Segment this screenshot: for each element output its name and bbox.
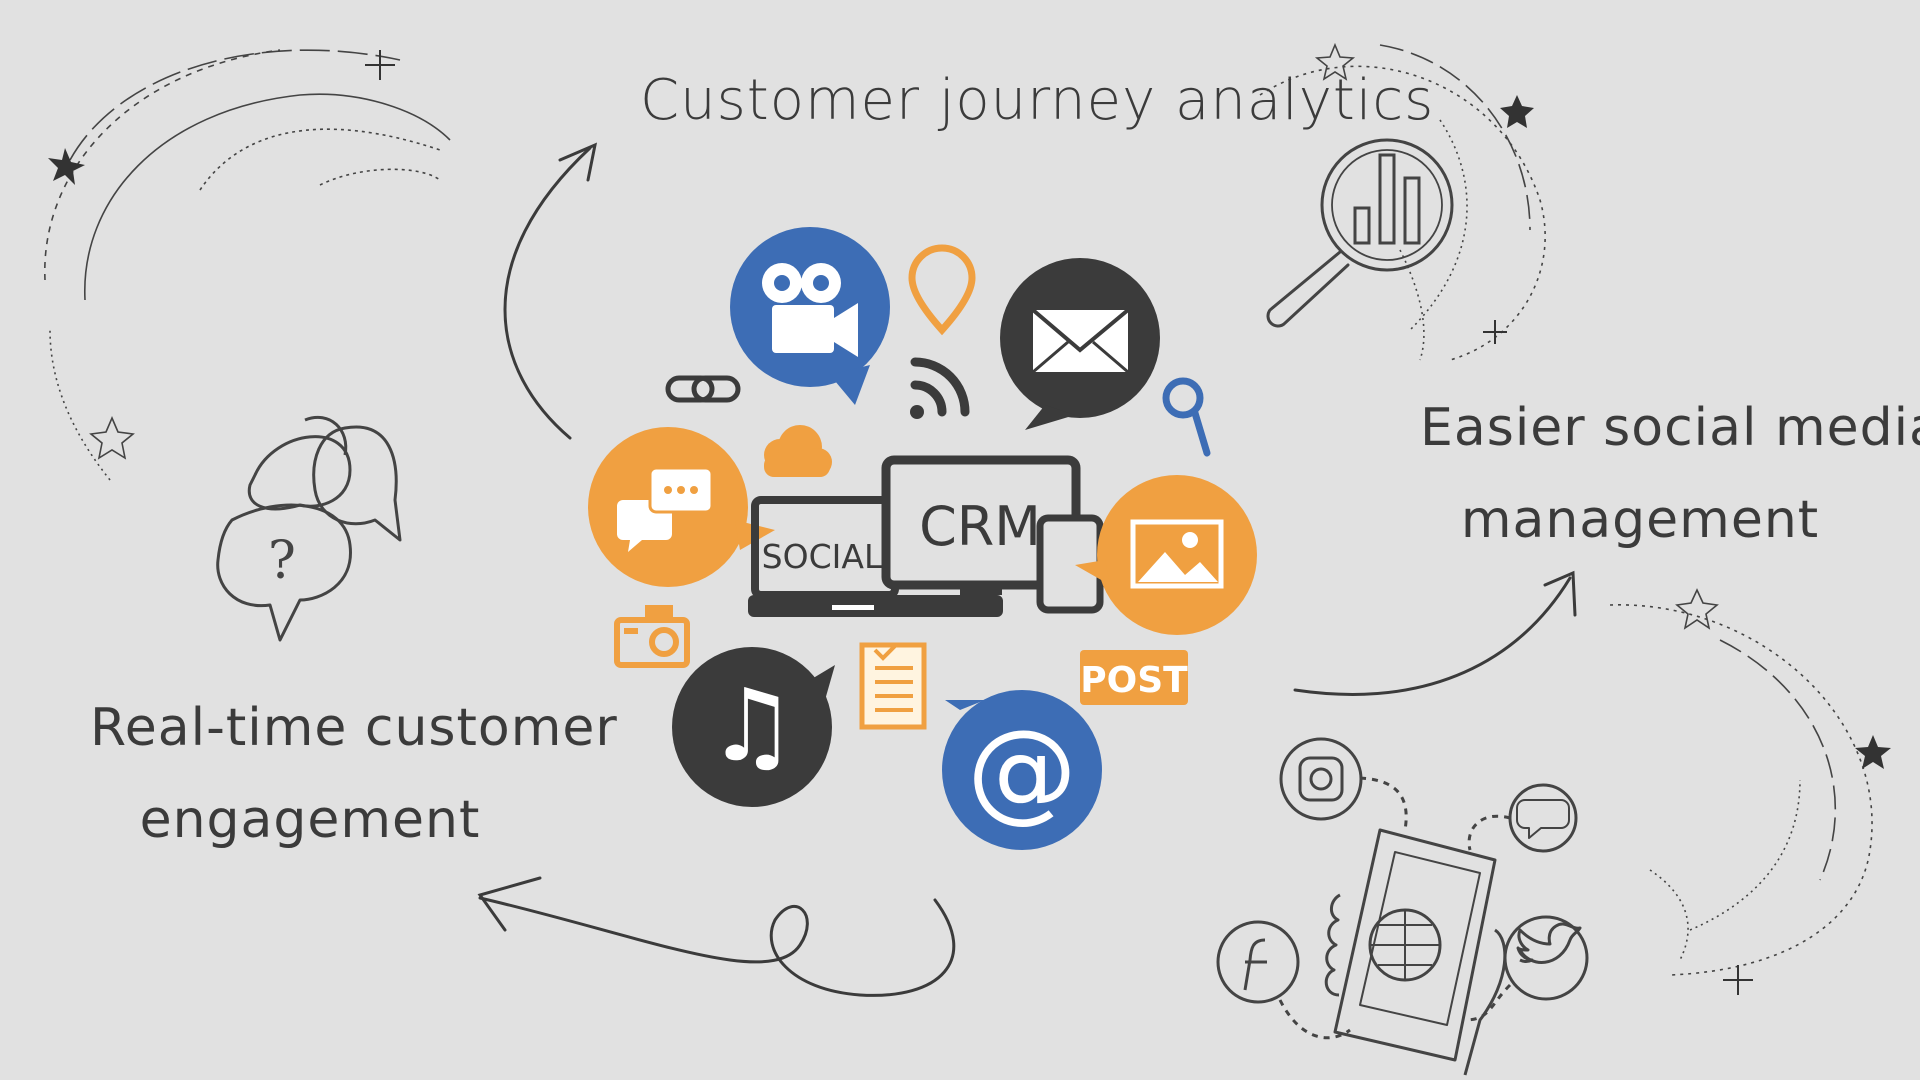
star-icon bbox=[1483, 320, 1507, 344]
arrow-to-social bbox=[1293, 570, 1577, 696]
music-icon: ♫ bbox=[672, 647, 835, 807]
caption-social-media-line-1: Easier social media bbox=[1420, 398, 1920, 458]
caption-real-time-engagement: Real-time customer engagement bbox=[90, 682, 618, 866]
crm-screen-label: CRM bbox=[919, 495, 1041, 558]
arrow-to-engagement bbox=[477, 876, 956, 997]
star-icon bbox=[1675, 588, 1719, 630]
post-badge-icon: POST bbox=[1080, 650, 1188, 705]
instagram-icon bbox=[1279, 737, 1363, 821]
caption-social-media: Easier social media management bbox=[1420, 382, 1920, 566]
magnifier-icon bbox=[1162, 377, 1211, 457]
caption-engagement-line-2: engagement bbox=[139, 790, 481, 850]
crm-cluster: CRM SOCIAL ♫ bbox=[588, 227, 1257, 850]
star-icon bbox=[1500, 95, 1534, 128]
camera-icon bbox=[614, 605, 690, 668]
music-note: ♫ bbox=[707, 667, 797, 784]
star-icon bbox=[1855, 735, 1891, 769]
chat-icon bbox=[588, 427, 775, 587]
caption-social-media-line-2: management bbox=[1460, 490, 1820, 550]
crm-devices: CRM SOCIAL bbox=[748, 455, 1104, 617]
location-pin-icon bbox=[908, 244, 976, 336]
swirl-top-right bbox=[1259, 44, 1546, 361]
help-symbol: ? bbox=[268, 531, 296, 591]
post-badge-label: POST bbox=[1080, 660, 1188, 701]
arrow-to-analytics bbox=[503, 142, 598, 440]
question-bubble-icon: ? bbox=[216, 416, 402, 642]
star-icon bbox=[89, 415, 135, 460]
swirl-top-left bbox=[44, 49, 451, 481]
star-icon bbox=[1314, 42, 1356, 81]
phone-social-icon bbox=[1216, 737, 1589, 1076]
message-icon bbox=[1508, 783, 1578, 853]
video-camera-icon bbox=[730, 227, 890, 405]
at-sign-icon: @ bbox=[942, 690, 1102, 850]
cloud-icon bbox=[764, 425, 832, 477]
swirl-bottom-right bbox=[1609, 604, 1873, 976]
caption-engagement-line-1: Real-time customer bbox=[90, 698, 618, 758]
wifi-icon bbox=[910, 357, 970, 419]
analytics-magnifier-icon bbox=[1266, 138, 1454, 328]
star-icon bbox=[1723, 965, 1753, 995]
social-screen-label: SOCIAL bbox=[762, 537, 883, 576]
link-icon bbox=[665, 375, 741, 403]
twitter-icon bbox=[1503, 915, 1589, 1001]
document-icon bbox=[859, 642, 927, 730]
facebook-icon bbox=[1216, 920, 1300, 1004]
mail-icon bbox=[1000, 258, 1160, 430]
caption-customer-journey: Customer journey analytics bbox=[640, 68, 1435, 133]
image-icon bbox=[1075, 475, 1257, 635]
star-icon bbox=[48, 148, 85, 185]
at-symbol: @ bbox=[967, 706, 1077, 834]
star-icon bbox=[365, 50, 395, 80]
